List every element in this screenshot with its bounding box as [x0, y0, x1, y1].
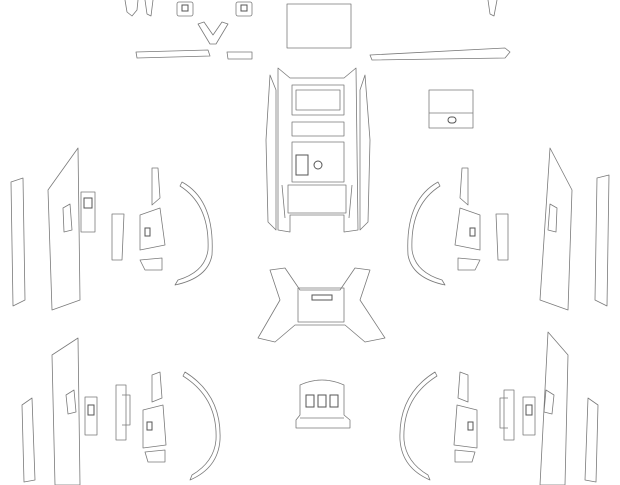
top-left-trim — [124, 0, 154, 17]
top-right-switch — [235, 1, 253, 17]
center-console — [265, 67, 371, 233]
front-left-door-group — [10, 147, 213, 311]
top-left-switch — [176, 1, 194, 17]
dash-strip-left — [135, 49, 253, 60]
top-center-vent-trim — [197, 21, 229, 45]
top-right-trim — [487, 0, 498, 17]
right-panel-piece — [428, 89, 474, 129]
dash-strip-right — [369, 47, 511, 61]
front-right-door-group — [407, 147, 610, 311]
screen-frame — [286, 3, 352, 49]
rear-right-door-group — [399, 331, 599, 485]
rear-left-door-group — [21, 337, 221, 485]
rear-console-piece — [295, 379, 351, 429]
lower-console — [257, 267, 386, 343]
